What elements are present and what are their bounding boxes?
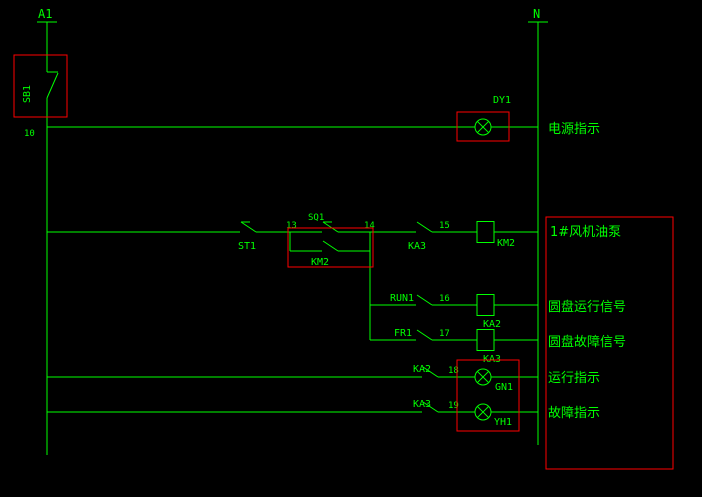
km2-highlight-box [287,227,374,268]
ka2-coil[interactable] [476,294,495,316]
ka3-contact-a[interactable] [416,221,433,233]
ka2-contact[interactable] [422,366,439,378]
gn1-label: GN1 [495,382,513,393]
ka3-contact-b-label: KA3 [413,399,431,410]
dy1-highlight-box [456,111,510,142]
sq1-contact[interactable] [322,221,339,233]
km2-coil-label: KM2 [497,238,515,249]
annotation-power-indicator: 电源指示 [548,122,600,137]
rung2-wire [47,231,538,340]
wire-number-16: 16 [439,294,450,304]
ka3-coil[interactable] [476,329,495,351]
right-rail [528,21,548,445]
annotation-fault-indicator: 故障指示 [548,406,600,421]
wire-number-19: 19 [448,401,459,411]
wire-number-13: 13 [286,221,297,231]
annotation-run-indicator: 运行指示 [548,371,600,386]
sb1-label: SB1 [22,85,33,103]
yh1-lamp[interactable] [474,403,492,421]
left-rail [37,21,57,455]
km2-contact-label: KM2 [311,257,329,268]
run1-label: RUN1 [390,293,414,304]
km2-branch-wire [289,232,370,252]
ka3-contact-a-label: KA3 [408,241,426,252]
rail-label-left: A1 [38,7,52,21]
km2-coil[interactable] [476,221,495,243]
lamps-highlight-box [456,359,520,432]
fr1-contact[interactable] [416,329,433,341]
sb1-switch[interactable] [46,71,59,99]
wire-number-14: 14 [364,221,375,231]
km2-contact[interactable] [322,240,339,252]
wire-number-18: 18 [448,366,459,376]
ka2-coil-label: KA2 [483,319,501,330]
sb1-highlight-box [13,54,68,118]
wire-number-10: 10 [24,129,35,139]
st1-contact[interactable] [240,221,257,233]
rail-label-right: N [533,7,540,21]
ka3-contact-b[interactable] [422,401,439,413]
dy1-lamp[interactable] [474,118,492,136]
wire-number-15: 15 [439,221,450,231]
sq1-label: SQ1 [308,213,324,223]
annotation-disc-fault-signal: 圆盘故障信号 [548,334,626,350]
annotation-disc-run-signal: 圆盘运行信号 [548,299,626,315]
run1-contact[interactable] [416,294,433,306]
ka2-contact-label: KA2 [413,364,431,375]
wire-number-17: 17 [439,329,450,339]
dy1-label: DY1 [493,95,511,106]
yh1-label: YH1 [494,417,512,428]
annotations-highlight-box [545,216,674,470]
annotation-fan-oil-pump: 1#风机油泵 [550,225,621,240]
st1-label: ST1 [238,241,256,252]
gn1-lamp[interactable] [474,368,492,386]
fr1-label: FR1 [394,328,412,339]
